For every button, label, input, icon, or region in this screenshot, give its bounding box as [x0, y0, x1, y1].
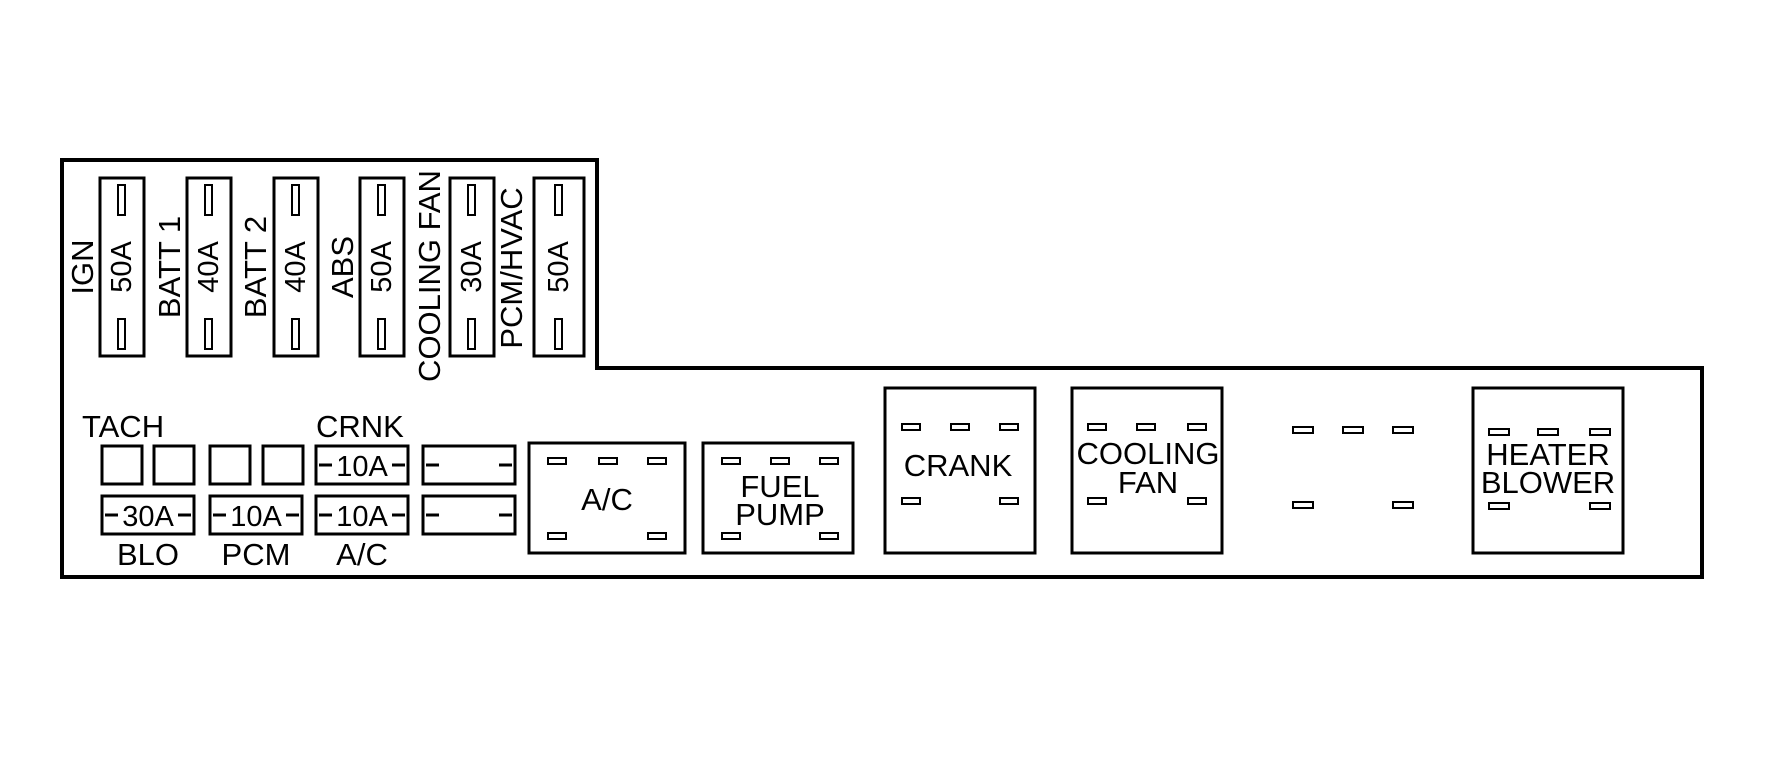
maxi-fuse-rating: 40A: [280, 241, 312, 293]
relay-heater-blower: HEATER BLOWER: [1471, 386, 1625, 555]
maxi-fuse-ign: 50A: [98, 176, 146, 358]
mini-fuse-slot: [100, 444, 144, 486]
maxi-fuse-batt1: 40A: [185, 176, 233, 358]
maxi-fuse-rating: 50A: [543, 241, 575, 293]
relay-fuel-pump: FUEL PUMP: [701, 441, 855, 555]
relay-label: FAN: [1118, 465, 1178, 500]
mini-fuse-spare-bottom: [421, 494, 517, 536]
relay-empty-position: [1292, 426, 1414, 509]
label-tach: TACH: [82, 409, 164, 444]
maxi-fuse-label-cooling-fan: COOLING FAN: [412, 170, 447, 382]
maxi-fuse-label-abs: ABS: [325, 236, 360, 298]
maxi-fuse-label-pcm-hvac: PCM/HVAC: [494, 187, 529, 348]
maxi-fuse-rating: 30A: [456, 241, 488, 293]
maxi-fuse-abs: 50A: [358, 176, 406, 358]
maxi-fuse-pcm-hvac: 50A: [532, 176, 586, 358]
mini-fuse-rating: 10A: [230, 501, 282, 533]
mini-fuse-crnk: 10A: [314, 444, 410, 486]
maxi-fuse-cooling-fan: 30A: [448, 176, 496, 358]
label-pcm: PCM: [222, 537, 291, 572]
maxi-fuse-rating: 50A: [366, 241, 398, 293]
mini-fuse-blo: 30A: [100, 494, 196, 536]
relay-crank: CRANK: [883, 386, 1037, 555]
relay-label: HEATER: [1486, 437, 1609, 472]
relay-label: FUEL: [740, 469, 819, 504]
relay-label: BLOWER: [1481, 465, 1615, 500]
label-blo: BLO: [117, 537, 179, 572]
mini-fuse-ac: 10A: [314, 494, 410, 536]
mini-fuse-slot: [208, 444, 252, 486]
maxi-fuse-label-batt2: BATT 2: [238, 216, 273, 318]
maxi-fuse-label-batt1: BATT 1: [152, 216, 187, 318]
fuse-block-outline: [60, 158, 1704, 579]
maxi-fuse-label-ign: IGN: [65, 239, 100, 294]
mini-fuse-spare-top: [421, 444, 517, 486]
mini-fuse-pcm: 10A: [208, 494, 304, 536]
mini-fuse-slot: [152, 444, 196, 486]
mini-fuse-rating: 10A: [336, 451, 388, 483]
relay-label: PUMP: [735, 497, 825, 532]
relay-label: A/C: [581, 482, 633, 517]
mini-fuse-rating: 30A: [122, 501, 174, 533]
mini-fuse-rating: 10A: [336, 501, 388, 533]
relay-label: CRANK: [904, 448, 1013, 483]
maxi-fuse-batt2: 40A: [272, 176, 320, 358]
label-crnk: CRNK: [316, 409, 404, 444]
relay-ac: A/C: [527, 441, 687, 555]
label-ac: A/C: [336, 537, 388, 572]
relay-label: COOLING: [1077, 436, 1220, 471]
relay-cooling-fan: COOLING FAN: [1070, 386, 1224, 555]
mini-fuse-slot: [261, 444, 305, 486]
maxi-fuse-rating: 50A: [106, 241, 138, 293]
maxi-fuse-rating: 40A: [193, 241, 225, 293]
